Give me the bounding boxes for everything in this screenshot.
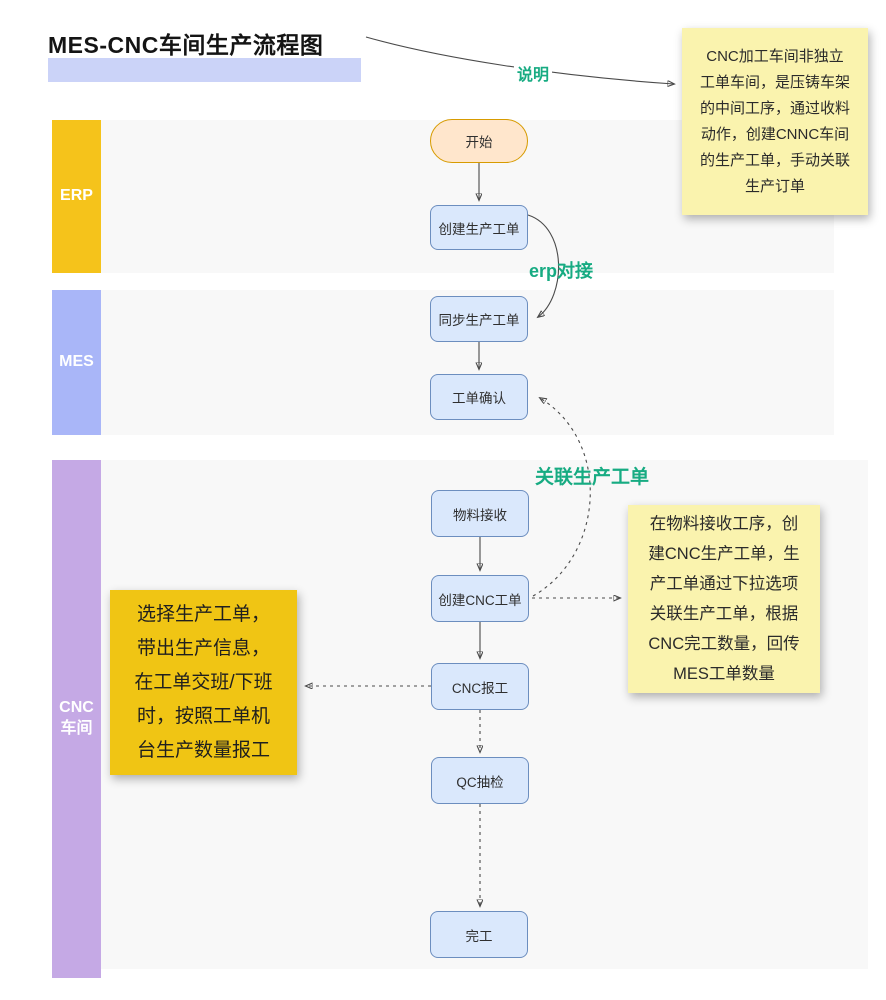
node-finish: 完工 [430, 911, 528, 958]
lane-mes-label: MES [52, 290, 101, 435]
node-qc-check: QC抽检 [431, 757, 529, 804]
node-sync-production-order: 同步生产工单 [430, 296, 528, 342]
node-create-production-order: 创建生产工单 [430, 205, 528, 250]
node-cnc-report: CNC报工 [431, 663, 529, 710]
node-material-receive: 物料接收 [431, 490, 529, 537]
sticky-note-report-rule: 选择生产工单，带出生产信息，在工单交班/下班时，按照工单机台生产数量报工 [110, 590, 297, 775]
node-start: 开始 [430, 119, 528, 163]
edge-label-erp-integration: erp对接 [529, 261, 594, 281]
node-create-cnc-order: 创建CNC工单 [431, 575, 529, 622]
sticky-note-explanation: CNC加工车间非独立工单车间，是压铸车架的中间工序，通过收料动作，创建CNNC车… [682, 28, 868, 215]
edge-label-link-production-order: 关联生产工单 [535, 467, 650, 488]
edge-label-explanation: 说明 [514, 61, 553, 85]
lane-cnc-label: CNC 车间 [52, 460, 101, 978]
lane-erp-label: ERP [52, 120, 101, 273]
title-underline-bar [48, 58, 361, 82]
page-title: MES-CNC车间生产流程图 [48, 32, 324, 58]
sticky-note-cnc-order: 在物料接收工序，创建CNC生产工单，生产工单通过下拉选项关联生产工单，根据CNC… [628, 505, 820, 693]
node-order-confirm: 工单确认 [430, 374, 528, 420]
